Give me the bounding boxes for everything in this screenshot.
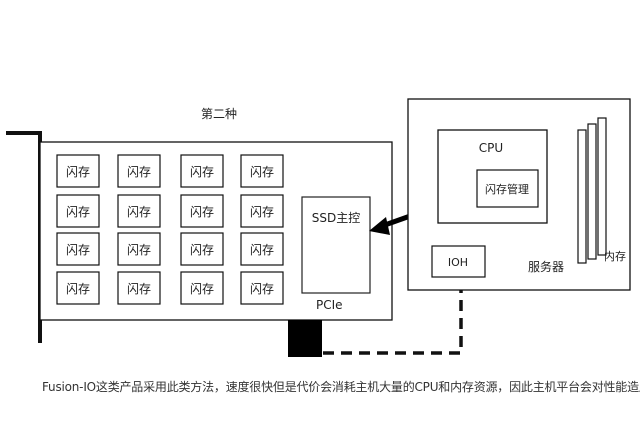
server-label: 服务器 [528,259,564,274]
flash-chip: 闪存 [180,194,224,228]
ssd-controller-box [301,196,371,294]
server: CPU 闪存管理 IOH 服务器 内存 [407,98,631,291]
flash-manager-label: 闪存管理 [485,182,529,196]
flash-chip-label: 闪存 [190,243,214,257]
flash-chip-label: 闪存 [127,282,151,296]
flash-chip-box [56,154,100,188]
flash-manager-box [476,169,539,208]
flash-chip: 闪存 [180,232,224,266]
flash-chip-box [240,154,284,188]
flash-chip-label: 闪存 [127,205,151,219]
ioh-box [431,245,486,278]
flash-chip-grid: 闪存闪存闪存闪存闪存闪存闪存闪存闪存闪存闪存闪存闪存闪存闪存闪存 [56,154,284,305]
flash-chip: 闪存 [180,154,224,188]
flash-chip-label: 闪存 [66,165,90,179]
flash-chip: 闪存 [240,271,284,305]
flash-chip: 闪存 [56,154,100,188]
pcie-link-dashed [323,271,463,355]
flash-chip-box [117,232,161,266]
flash-chip: 闪存 [117,271,161,305]
pcie-connector [288,320,322,357]
flash-chip: 闪存 [117,194,161,228]
flash-chip-label: 闪存 [66,282,90,296]
flash-chip-label: 闪存 [127,165,151,179]
flash-chip: 闪存 [240,194,284,228]
flash-chip-box [240,232,284,266]
cpu-label: CPU [479,141,503,155]
flash-chip-label: 闪存 [190,205,214,219]
flash-chip: 闪存 [117,232,161,266]
flash-chip-box [240,271,284,305]
flash-chip-label: 闪存 [190,165,214,179]
flash-chip-label: 闪存 [127,243,151,257]
flash-chip-box [180,271,224,305]
memory-label: 内存 [604,249,626,263]
flash-chip-label: 闪存 [250,282,274,296]
flash-chip-box [56,194,100,228]
flash-chip: 闪存 [240,154,284,188]
diagram-title: 第二种 [201,107,237,121]
flash-chip-label: 闪存 [190,282,214,296]
flash-chip-box [180,232,224,266]
pcie-card: 闪存闪存闪存闪存闪存闪存闪存闪存闪存闪存闪存闪存闪存闪存闪存闪存 SSD主控 P… [6,131,393,357]
flash-chip-label: 闪存 [66,243,90,257]
flash-chip-box [180,194,224,228]
ioh-label: IOH [448,256,468,269]
flash-chip-label: 闪存 [250,205,274,219]
flash-chip: 闪存 [56,271,100,305]
flash-chip: 闪存 [56,194,100,228]
flash-chip-box [240,194,284,228]
flash-chip: 闪存 [117,154,161,188]
flash-chip-box [117,154,161,188]
flash-chip: 闪存 [180,271,224,305]
caption-text: Fusion-IO这类产品采用此类方法，速度很快但是代价会消耗主机大量的CPU和… [42,380,640,394]
pcie-label: PCIe [316,298,343,312]
flash-chip-label: 闪存 [66,205,90,219]
flash-chip-box [117,194,161,228]
flash-chip-box [117,271,161,305]
ssd-controller-label: SSD主控 [312,211,360,225]
flash-chip-label: 闪存 [250,243,274,257]
flash-chip: 闪存 [56,232,100,266]
flash-chip-box [180,154,224,188]
flash-chip-box [56,232,100,266]
memory-modules [577,117,607,264]
card-bracket [6,131,42,343]
flash-chip-box [56,271,100,305]
flash-chip: 闪存 [240,232,284,266]
flash-chip-label: 闪存 [250,165,274,179]
